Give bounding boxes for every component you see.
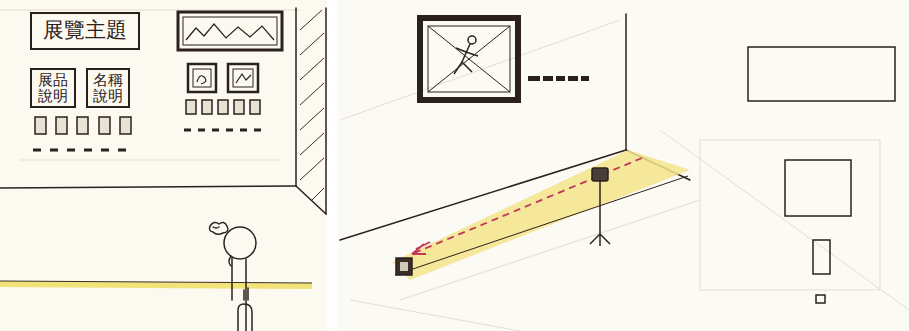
- label-dashes: [33, 130, 261, 150]
- box-text-wrap: 名稱說明: [88, 72, 128, 105]
- floor-strip: [392, 150, 690, 280]
- walking-path: [412, 158, 642, 254]
- pencil-guides: [0, 10, 909, 331]
- box-text: 名稱說明: [88, 72, 128, 105]
- box-text: 展品說明: [32, 72, 74, 105]
- audio-stand: [590, 168, 610, 246]
- floor-highlight: [0, 284, 312, 286]
- box-text-wrap: 展品說明: [32, 72, 74, 105]
- wall-hatching: [300, 10, 324, 200]
- box-text-wrap: 展覽主題: [43, 19, 127, 42]
- left-paper: [0, 0, 327, 331]
- painting-frame: [420, 18, 518, 100]
- visitor-figure: [209, 222, 256, 331]
- small-frames: [188, 64, 258, 92]
- label-plates: [35, 100, 260, 134]
- box-text: 展覽主題: [43, 19, 127, 42]
- floor-device: [396, 258, 412, 275]
- floor-line: [0, 281, 312, 283]
- info-box: 名稱說明: [86, 68, 130, 108]
- theme-box: 展覽主題: [30, 12, 140, 50]
- frame-sizes: [748, 47, 895, 303]
- right-paper: [337, 0, 909, 331]
- strip-edge: [395, 176, 688, 275]
- info-box: 展品說明: [30, 68, 76, 108]
- caption-plate: [528, 76, 589, 81]
- left-room: [0, 8, 326, 214]
- landscape-frame: [178, 12, 282, 50]
